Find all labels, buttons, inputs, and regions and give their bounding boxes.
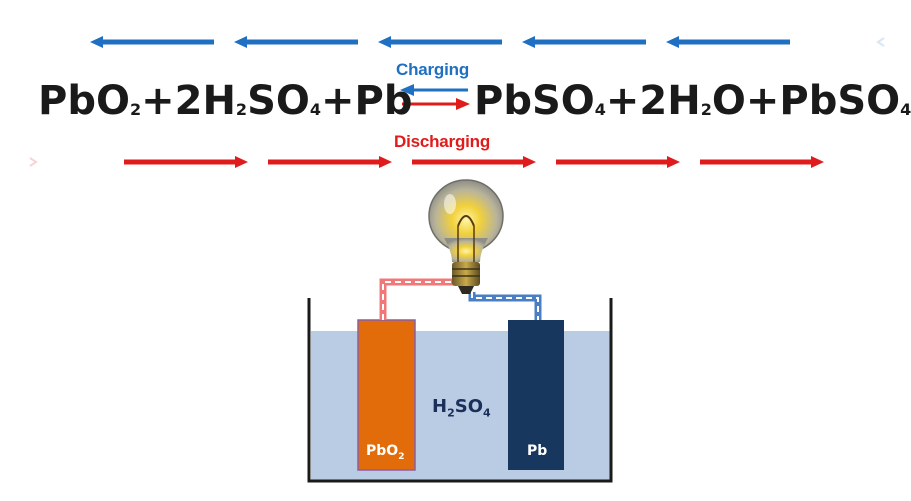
wire-positive <box>379 278 458 320</box>
charging-direction-arrow <box>90 36 214 48</box>
charging-direction-arrow <box>234 36 358 48</box>
charging-label: Charging <box>396 60 470 79</box>
equation-left-side: PbO2+2H2SO4+Pb <box>38 76 412 126</box>
formula-subscript: 2 <box>129 100 142 119</box>
charging-arrows <box>90 36 790 48</box>
discharging-direction-arrow <box>412 156 536 168</box>
formula-text: SO <box>454 396 483 417</box>
formula-text: H <box>432 396 448 417</box>
light-bulb-icon <box>428 179 504 294</box>
faint-arrow-mark-right <box>876 37 885 47</box>
discharging-arrows <box>124 156 824 168</box>
pb-electrode <box>508 320 564 470</box>
discharging-label: Discharging <box>394 132 491 151</box>
formula-text: +Pb <box>321 78 413 124</box>
electrolyte-label: H2SO4 <box>432 396 491 420</box>
equation-right-side: PbSO4+2H2O+PbSO4 <box>474 76 911 126</box>
pb-electrode-label: Pb <box>527 443 548 459</box>
discharging-direction-arrow <box>268 156 392 168</box>
formula-subscript: 4 <box>594 100 606 119</box>
formula-subscript: 4 <box>900 100 911 119</box>
discharging-direction-arrow <box>700 156 824 168</box>
equilibrium-arrows <box>400 84 470 110</box>
formula-subscript: 4 <box>309 100 322 119</box>
charging-direction-arrow <box>666 36 790 48</box>
formula-subscript: 2 <box>235 100 248 119</box>
formula-subscript: 2 <box>700 100 712 119</box>
discharging-direction-arrow <box>124 156 248 168</box>
formula-text: O+PbSO <box>711 78 901 124</box>
formula-subscript: 4 <box>483 406 491 420</box>
pbo2-electrode-label: PbO2 <box>366 443 405 462</box>
formula-text: +2H <box>605 78 701 124</box>
formula-subscript: 2 <box>447 406 455 420</box>
formula-text: PbO <box>38 78 130 124</box>
formula-text: +2H <box>141 78 236 124</box>
pbo2-electrode <box>357 319 416 471</box>
charging-direction-arrow <box>522 36 646 48</box>
faint-arrow-mark-left <box>29 157 38 167</box>
formula-text: PbSO <box>474 78 595 124</box>
charging-direction-arrow <box>378 36 502 48</box>
discharging-direction-arrow <box>556 156 680 168</box>
wire-negative <box>468 292 542 320</box>
formula-text: SO <box>247 78 310 124</box>
cell-tank <box>307 298 613 483</box>
